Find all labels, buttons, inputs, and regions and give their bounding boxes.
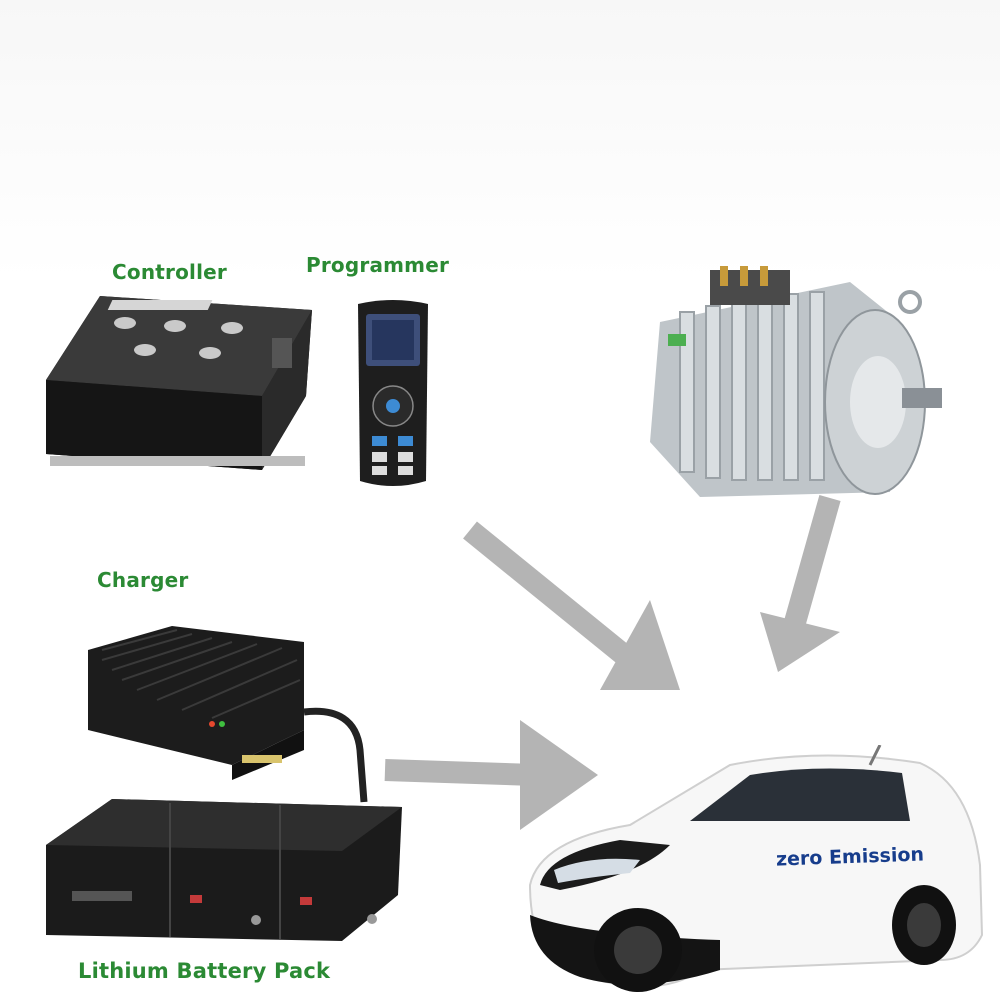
motor-image [640, 262, 950, 502]
programmer-image [348, 296, 438, 491]
arrowhead-charger [520, 720, 598, 830]
charger-image [82, 620, 382, 805]
arrow-controller-to-car [463, 521, 637, 669]
battery-pack-label: Lithium Battery Pack [78, 959, 331, 983]
programmer-label: Programmer [306, 253, 450, 277]
arrowhead-motor [760, 612, 840, 672]
charger-label: Charger [97, 568, 189, 592]
arrow-charger-to-car [384, 759, 536, 786]
electric-car-image [520, 745, 990, 1000]
controller-image [40, 288, 320, 478]
battery-pack-image [42, 795, 407, 945]
arrow-motor-to-car [779, 495, 841, 643]
controller-label: Controller [112, 260, 227, 284]
arrowhead-controller [600, 600, 680, 690]
